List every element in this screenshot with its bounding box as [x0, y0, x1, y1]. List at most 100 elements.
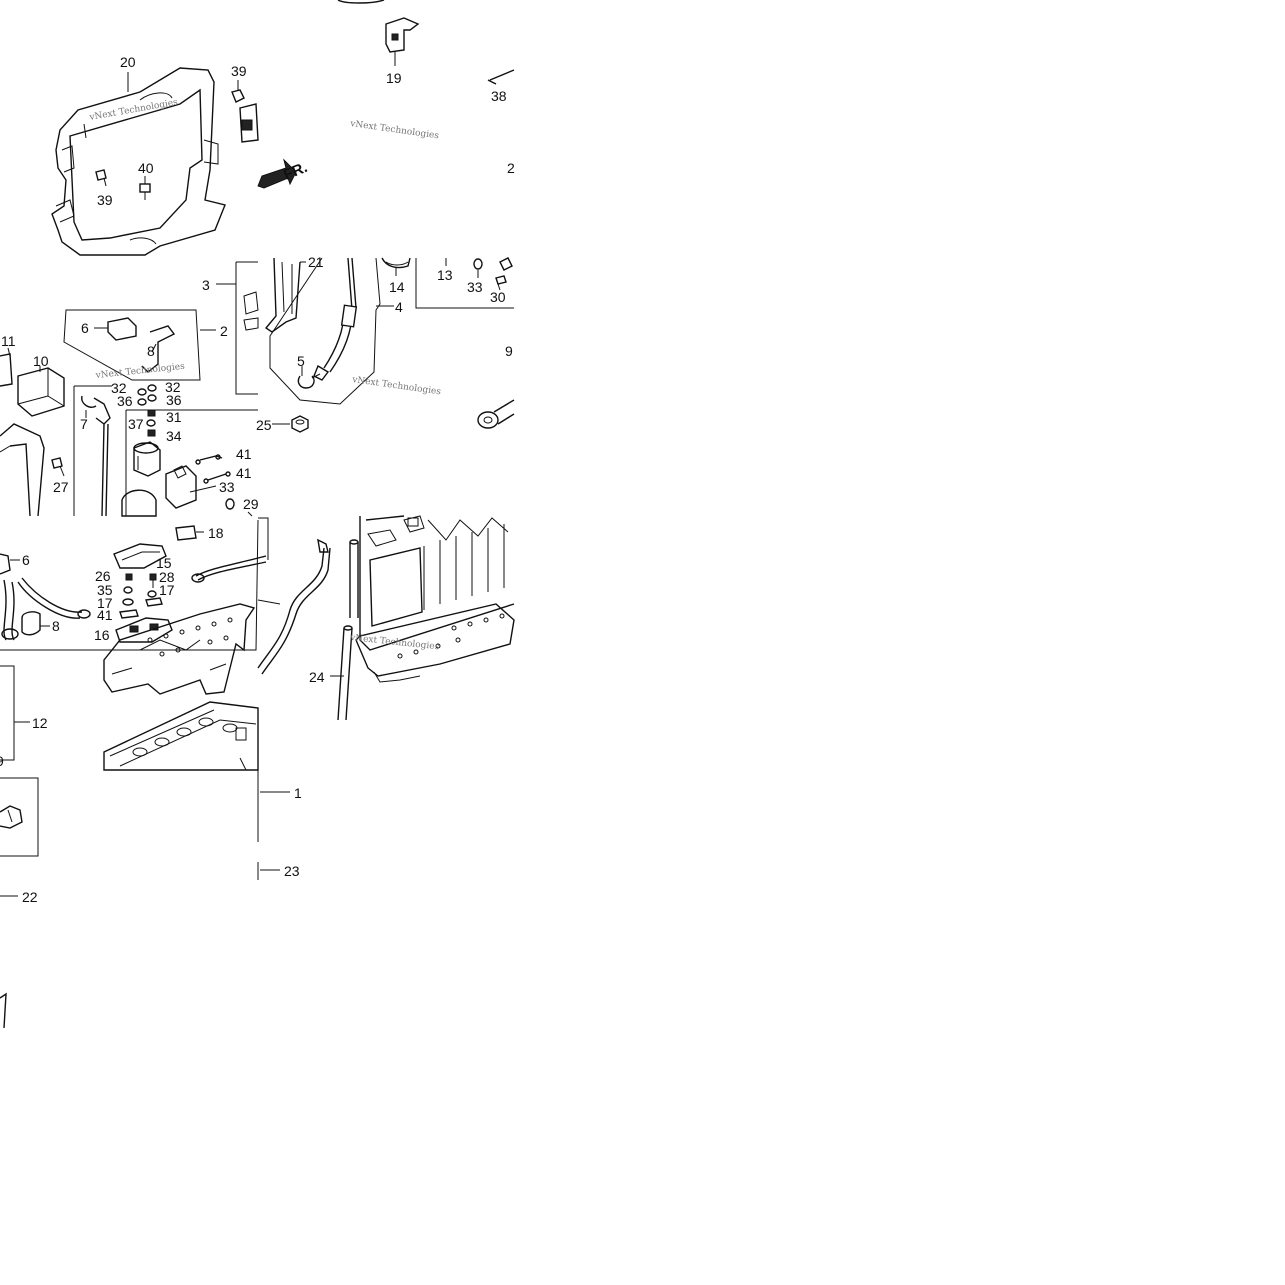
- callout-22: 22: [22, 889, 38, 905]
- callout-9-right: 9: [505, 343, 513, 359]
- callout-1: 1: [294, 785, 302, 801]
- terminal-8-top: [141, 325, 176, 373]
- terminal-cover-6-bottom: [0, 553, 20, 575]
- callout-labels: 20 39 19 38 39 40 2 21 3 14 13 33 30 4 6…: [0, 54, 515, 905]
- callout-13: 13: [437, 267, 453, 283]
- callout-41-a: 41: [236, 446, 252, 462]
- callout-31: 31: [166, 409, 182, 425]
- bracket-21: [243, 257, 301, 333]
- terminal-cover-8-bottom: [21, 611, 50, 636]
- watermark-5: vNext Technologies: [349, 633, 440, 652]
- watermark-2: vNext Technologies: [349, 119, 440, 142]
- callout-36-left: 36: [117, 393, 133, 409]
- washer-33-mid: [225, 498, 235, 510]
- callout-38: 38: [491, 88, 507, 104]
- callout-26: 26: [95, 568, 111, 584]
- box-3-outline: [235, 262, 258, 395]
- cable-ground: [257, 538, 331, 675]
- clip-block: [239, 103, 259, 143]
- callout-36-right: 36: [166, 392, 182, 408]
- bolt-30: [495, 275, 507, 291]
- cap-14: [381, 257, 411, 276]
- callout-17-right: 17: [159, 582, 175, 598]
- bolt-27: [51, 457, 65, 477]
- callout-28: 28: [159, 569, 175, 585]
- callout-37: 37: [128, 416, 144, 432]
- callout-19: 19: [386, 70, 402, 86]
- callout-41-b: 41: [236, 465, 252, 481]
- washer-33-top: [473, 258, 483, 278]
- callout-24: 24: [309, 669, 325, 685]
- unit-11: [0, 347, 13, 387]
- callout-16: 16: [94, 627, 110, 643]
- callout-34: 34: [166, 428, 182, 444]
- callout-23: 23: [284, 863, 300, 879]
- battery-cable-4: [313, 257, 358, 381]
- battery-main: [359, 515, 515, 651]
- callout-25: 25: [256, 417, 272, 433]
- callout-18: 18: [208, 525, 224, 541]
- battery-base-tray: [355, 603, 515, 683]
- top-cutoff-part: [337, 0, 385, 4]
- callout-8-bottom: 8: [52, 618, 60, 634]
- cable-to-battery: [191, 555, 267, 583]
- callout-12: 12: [32, 715, 48, 731]
- nut-25: [272, 415, 309, 433]
- callout-30: 30: [490, 289, 506, 305]
- box-2-outline: [63, 309, 201, 381]
- callout-5: 5: [297, 353, 305, 369]
- bolt-stack-28-17: [145, 573, 163, 607]
- relay-10: [17, 366, 65, 417]
- callout-29: 29: [243, 496, 259, 512]
- callout-3: 3: [202, 277, 210, 293]
- callout-2-box: 2: [220, 323, 228, 339]
- battery-tray-12: [103, 603, 256, 695]
- bolt-40: [139, 176, 151, 200]
- pin-38: [487, 69, 515, 85]
- terminal-22: [0, 805, 23, 829]
- callout-39-left: 39: [97, 192, 113, 208]
- callout-40: 40: [138, 160, 154, 176]
- wire-41-b: [203, 471, 231, 484]
- callout-9-left: 9: [0, 753, 4, 769]
- callout-15: 15: [156, 555, 172, 571]
- part-29-fragment: [247, 511, 253, 517]
- bolt-stack-26-35: [119, 573, 139, 619]
- battery-top-view: [103, 701, 259, 771]
- front-direction-arrow: [257, 158, 297, 189]
- tray-left: [0, 423, 45, 517]
- wire-41-a: [195, 454, 223, 465]
- callout-7: 7: [80, 416, 88, 432]
- callout-6-top: 6: [81, 320, 89, 336]
- nut-32-36-stack: [137, 384, 157, 437]
- callout-32-left: 32: [111, 380, 127, 396]
- callout-41-c: 41: [97, 607, 113, 623]
- callout-6-bottom: 6: [22, 552, 30, 568]
- box-13-outline: [415, 258, 514, 309]
- ring-terminal-9: [477, 399, 515, 429]
- callout-10: 10: [33, 353, 49, 369]
- vent-hose-24: [330, 539, 359, 721]
- callout-33-mid: 33: [219, 479, 235, 495]
- callout-8-top: 8: [147, 343, 155, 359]
- callout-21: 21: [308, 254, 324, 270]
- cable-loop-left: [1, 577, 91, 641]
- label-plate-18: [175, 525, 204, 541]
- bottom-left-fragment: [0, 992, 7, 1029]
- bolt-39-top: [231, 80, 245, 103]
- bracket-frame-20: [51, 67, 226, 256]
- clip-top-right: [499, 257, 513, 271]
- callout-17-left: 17: [97, 595, 113, 611]
- cable-7: [81, 395, 111, 517]
- small-bracket-19: [385, 17, 420, 66]
- terminal-cover-15: [113, 543, 167, 569]
- callout-20: 20: [120, 54, 136, 70]
- callout-27: 27: [53, 479, 69, 495]
- callout-2-right: 2: [507, 160, 515, 176]
- terminal-5: [297, 366, 321, 389]
- solenoid-37: [121, 441, 161, 517]
- watermark-4: vNext Technologies: [351, 375, 442, 398]
- callout-4: 4: [395, 299, 403, 315]
- watermark-1: vNext Technologies: [88, 98, 179, 124]
